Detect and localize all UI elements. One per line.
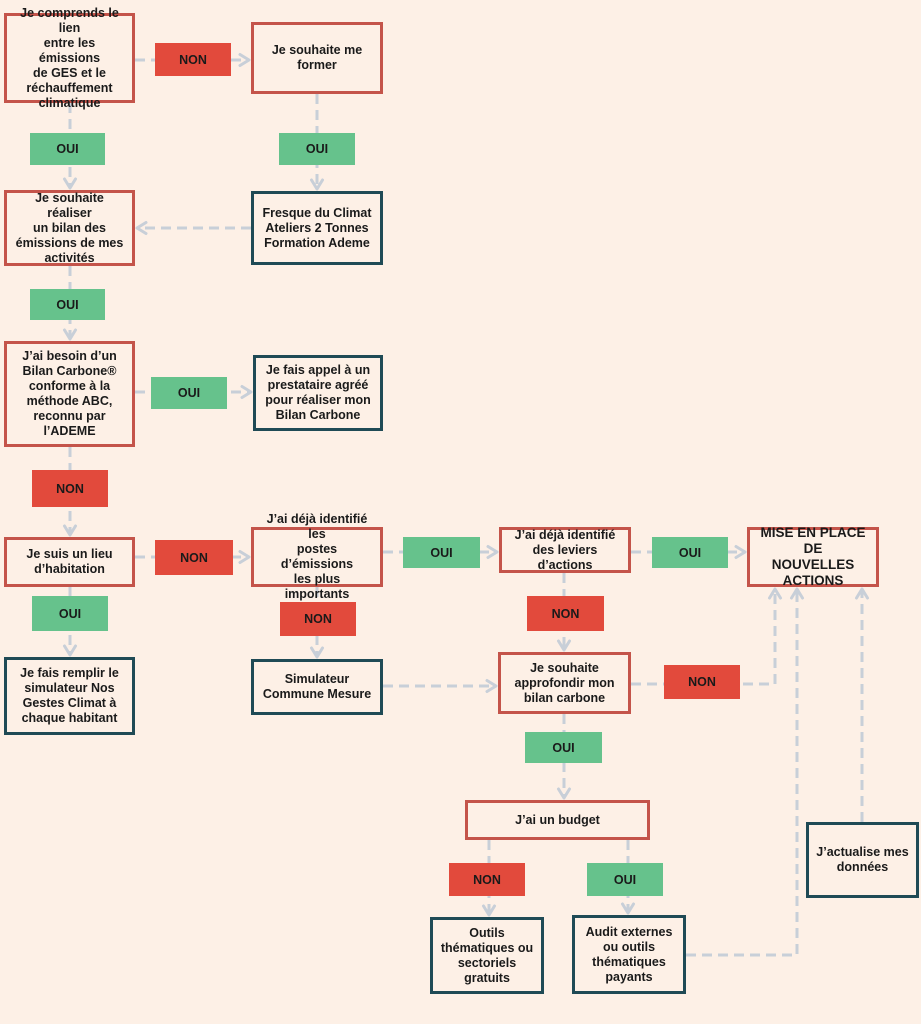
node-resource-fresque-climat: Fresque du Climat Ateliers 2 Tonnes Form…: [251, 191, 383, 265]
node-want-emissions-assessment: Je souhaite réaliser un bilan des émissi…: [4, 190, 135, 266]
arrow-head-icon: [790, 587, 804, 600]
arrow-head-icon: [557, 787, 571, 800]
arrow-head-icon: [63, 644, 77, 657]
arrow-head-icon: [63, 328, 77, 341]
arrow-head-icon: [238, 53, 251, 67]
arrow-head-icon: [63, 177, 77, 190]
arrow-head-icon: [557, 639, 571, 652]
node-want-training: Je souhaite me former: [251, 22, 383, 94]
node-resource-nos-gestes-climat: Je fais remplir le simulateur Nos Gestes…: [4, 657, 135, 735]
label-yes: OUI: [587, 863, 663, 896]
label-yes: OUI: [525, 732, 602, 763]
label-yes: OUI: [652, 537, 728, 568]
node-is-residence: Je suis un lieu d’habitation: [4, 537, 135, 587]
arrow-head-icon: [238, 550, 251, 564]
arrow-head-icon: [482, 904, 496, 917]
node-need-bilan-carbone: J’ai besoin d’un Bilan Carbone® conforme…: [4, 341, 135, 447]
label-no: NON: [32, 470, 108, 507]
label-no: NON: [527, 596, 604, 631]
label-yes: OUI: [403, 537, 480, 568]
node-have-budget: J’ai un budget: [465, 800, 650, 840]
arrow-head-icon: [621, 902, 635, 915]
node-resource-certified-provider: Je fais appel à un prestataire agréé pou…: [253, 355, 383, 431]
arrow-head-icon: [310, 646, 324, 659]
connector-line: [686, 589, 799, 957]
node-identified-action-levers: J’ai déjà identifié des leviers d’action…: [499, 527, 631, 573]
label-no: NON: [664, 665, 740, 699]
node-resource-free-tools: Outils thématiques ou sectoriels gratuit…: [430, 917, 544, 994]
label-yes: OUI: [151, 377, 227, 409]
label-yes: OUI: [30, 133, 105, 165]
arrow-head-icon: [855, 587, 869, 600]
node-understand-ghg-link: Je comprends le lien entre les émissions…: [4, 6, 135, 110]
node-resource-commune-mesure: Simulateur Commune Mesure: [251, 659, 383, 715]
arrow-head-icon: [485, 679, 498, 693]
node-identified-emission-posts: J’ai déjà identifié les postes d’émissio…: [251, 512, 383, 601]
arrow-head-icon: [63, 524, 77, 537]
arrow-head-icon: [310, 178, 324, 191]
label-no: NON: [155, 43, 231, 76]
arrow-head-icon: [240, 385, 253, 399]
label-no: NON: [280, 602, 356, 636]
arrow-head-icon: [768, 587, 782, 600]
arrow-head-icon: [486, 545, 499, 559]
label-no: NON: [449, 863, 525, 896]
label-yes: OUI: [30, 289, 105, 320]
node-update-data: J’actualise mes données: [806, 822, 919, 898]
node-deepen-carbon-assessment: Je souhaite approfondir mon bilan carbon…: [498, 652, 631, 714]
arrow-head-icon: [135, 221, 148, 235]
label-yes: OUI: [32, 596, 108, 631]
label-no: NON: [155, 540, 233, 575]
arrow-head-icon: [734, 545, 747, 559]
node-new-actions: MISE EN PLACE DE NOUVELLES ACTIONS: [747, 525, 879, 588]
node-resource-paid-audits: Audit externes ou outils thématiques pay…: [572, 915, 686, 994]
label-yes: OUI: [279, 133, 355, 165]
